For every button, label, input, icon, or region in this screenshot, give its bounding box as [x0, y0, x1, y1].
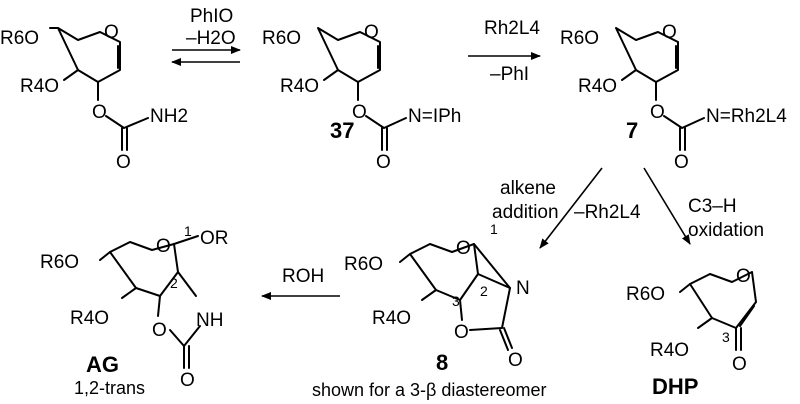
alkene-label-line2: addition — [492, 202, 559, 223]
rh-nitrene-label: N=Rh2L4 — [706, 106, 787, 127]
r6o-label: R6O — [0, 28, 39, 49]
reagent-rh2l4: Rh2L4 — [484, 18, 540, 39]
carbonyl-oxygen-label: O — [674, 152, 689, 173]
carbamate-oxygen-label: O — [454, 322, 469, 343]
carbamate-oxygen-label: O — [352, 102, 367, 123]
compound-8-number: 8 — [436, 350, 448, 375]
r6o-label: R6O — [344, 254, 383, 275]
ketone-oxygen-label: O — [732, 354, 747, 375]
compound-dhp-label: DHP — [652, 374, 698, 399]
nh-label: NH — [196, 310, 223, 331]
ring-oxygen-label: O — [156, 236, 171, 257]
carbamate-oxygen-label: O — [650, 102, 665, 123]
carbonyl-oxygen-label: O — [116, 152, 131, 173]
compound-7: R6O O R4O O N=Rh2L4 O 7 — [560, 22, 787, 173]
r4o-label: R4O — [20, 76, 59, 97]
compound-7-number: 7 — [626, 118, 638, 143]
position-3-label: 3 — [452, 293, 460, 309]
ring-oxygen-label: O — [364, 22, 379, 43]
compound-ag-label: AG — [86, 352, 119, 377]
reagent-minus-phi: –PhI — [490, 64, 529, 85]
position-1-label: 1 — [490, 221, 498, 237]
r4o-label: R4O — [70, 308, 109, 329]
ch-label-line2: oxidation — [688, 220, 764, 241]
alkene-label-loss: –Rh2L4 — [574, 202, 641, 223]
compound-37: R6O O R4O O N=IPh O 37 — [262, 22, 461, 173]
rh-arrow: Rh2L4 –PhI — [468, 18, 541, 85]
carbonyl-oxygen-label: O — [376, 152, 391, 173]
compound-ag: R6O O OR R4O NH O O 1 2 AG 1,2-trans — [40, 223, 229, 398]
compound-8-caption: shown for a 3-β diastereomer — [312, 380, 546, 400]
nh2-label: NH2 — [150, 106, 188, 127]
carbamate-oxygen-label: O — [152, 320, 167, 341]
compound-dhp: R6O O R4O O 3 DHP — [626, 266, 757, 399]
ring-oxygen-label: O — [736, 266, 751, 287]
r4o-label: R4O — [372, 308, 411, 329]
carbamate-oxygen-label: O — [92, 102, 107, 123]
carbonyl-oxygen-label: O — [508, 350, 523, 371]
r6o-label: R6O — [626, 284, 665, 305]
ring-oxygen-label: O — [456, 238, 471, 259]
position-2-label: 2 — [170, 275, 178, 291]
alkene-label-line1: alkene — [500, 178, 556, 199]
r6o-label: R6O — [262, 28, 301, 49]
r6o-label: R6O — [560, 28, 599, 49]
r4o-label: R4O — [578, 76, 617, 97]
compound-37-number: 37 — [330, 118, 354, 143]
ch-label-line1: C3–H — [688, 196, 737, 217]
ring-oxygen-label: O — [104, 22, 119, 43]
reagent-minus-water: –H2O — [186, 28, 236, 49]
equilibrium-arrows: PhIO –H2O — [171, 6, 241, 66]
reagent-roh: ROH — [282, 266, 324, 287]
position-1-label: 1 — [184, 223, 192, 239]
reagent-phio: PhIO — [190, 6, 233, 27]
r6o-label: R6O — [40, 252, 79, 273]
carbonyl-oxygen-label: O — [180, 370, 195, 391]
compound-8: R6O O R4O N O O 1 2 3 8 shown for a 3-β … — [312, 221, 546, 400]
position-2-label: 2 — [480, 283, 488, 299]
r4o-label: R4O — [650, 340, 689, 361]
roh-arrow: ROH — [261, 266, 340, 300]
position-3-label: 3 — [722, 329, 730, 345]
iodinane-label: N=IPh — [408, 106, 461, 127]
glycal-carbamate: R6O O R4O O NH2 O — [0, 22, 188, 173]
branch-arrows: alkene addition –Rh2L4 C3–H oxidation — [492, 167, 764, 249]
glycoside-or-label: OR — [200, 228, 229, 249]
ring-oxygen-label: O — [662, 22, 677, 43]
r4o-label: R4O — [280, 76, 319, 97]
aziridine-n-label: N — [516, 278, 530, 299]
compound-ag-caption: 1,2-trans — [74, 378, 145, 398]
